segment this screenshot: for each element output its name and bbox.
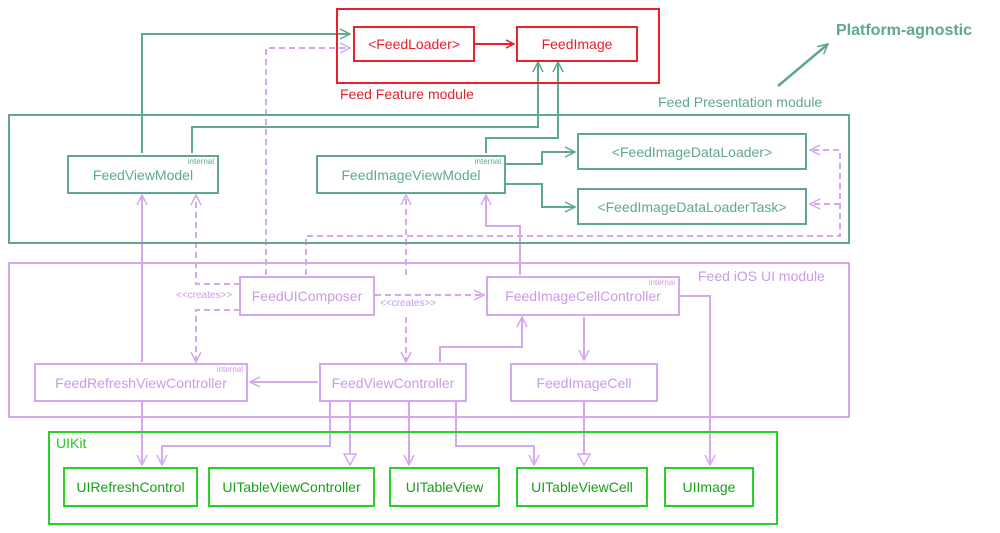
creates-annotation-right: <<creates>> [380,298,437,309]
feed-ui-composer-box: FeedUIComposer [239,276,375,316]
platform-agnostic-label: Platform-agnostic [836,22,973,39]
arrow-cellcontroller-to-imageviewmodel [486,195,521,275]
feed-ui-composer-label: FeedUIComposer [251,288,363,304]
ui-table-view-controller-label: UITableViewController [222,479,361,495]
arrow-imageviewmodel-to-loadertask [506,183,575,207]
arrow-composer-creates-feedviewmodel [196,195,240,285]
feed-image-data-loader-label: <FeedImageDataLoader> [611,143,773,160]
feed-image-label: FeedImage [541,36,613,52]
arrow-platform-agnostic [777,44,828,87]
feed-image-box: FeedImage [516,26,638,62]
ios-ui-module-frame [8,262,850,418]
feed-refresh-view-controller-label: FeedRefreshViewController [55,374,227,391]
feed-view-model-box: FeedViewModel internal [67,155,219,194]
internal-tag: internal [474,157,501,166]
ui-refresh-control-box: UIRefreshControl [63,467,198,507]
ui-table-view-controller-box: UITableViewController [208,467,375,507]
feed-image-data-loader-box: <FeedImageDataLoader> [577,133,807,170]
internal-tag: internal [187,157,214,166]
ui-refresh-control-label: UIRefreshControl [76,479,185,495]
feature-module-label: Feed Feature module [340,86,474,102]
feed-loader-label: <FeedLoader> [368,36,460,52]
arrow-composer-creates-refresh [196,309,240,362]
internal-tag: internal [216,365,243,374]
creates-annotation-left: <<creates>> [176,290,233,301]
presentation-module-frame [8,114,850,244]
internal-tag: internal [648,278,675,287]
presentation-module-label: Feed Presentation module [658,94,823,110]
feed-view-controller-label: FeedViewController [331,374,455,391]
ios-ui-module-label: Feed iOS UI module [698,268,825,284]
feed-image-cell-label: FeedImageCell [536,374,632,391]
arrow-imageviewmodel-to-dataloader [506,152,575,165]
feed-image-cell-controller-box: FeedImageCellController internal [486,276,680,316]
feed-view-controller-box: FeedViewController [319,363,467,402]
feed-view-model-label: FeedViewModel [92,166,194,183]
ui-table-view-label: UITableView [405,479,484,495]
arrow-composer-to-dataloader [305,150,841,275]
ui-image-label: UIImage [682,479,736,495]
uikit-module-label: UIKit [56,435,87,451]
feature-module-frame [336,8,660,84]
arrow-viewcontroller-to-cellcontroller [439,317,522,362]
feed-refresh-view-controller-box: FeedRefreshViewController internal [34,363,248,402]
arrow-composer-to-loader [265,48,350,275]
ui-table-view-cell-box: UITableViewCell [516,467,648,507]
feed-image-data-loader-task-label: <FeedImageDataLoaderTask> [597,198,787,215]
feed-image-view-model-box: FeedImageViewModel internal [316,155,506,194]
ui-table-view-cell-label: UITableViewCell [531,479,633,495]
feed-image-data-loader-task-box: <FeedImageDataLoaderTask> [577,188,807,225]
ui-table-view-box: UITableView [389,467,500,507]
arrow-viewcontroller-to-uirefreshcontrol [162,402,331,465]
feed-loader-box: <FeedLoader> [353,26,475,62]
arrow-viewcontroller-to-uitableviewcell [455,402,534,465]
arrow-feedviewmodel-to-loader [141,34,350,153]
ui-image-box: UIImage [664,467,754,507]
arrow-imageviewmodel-to-image [485,62,558,153]
arrow-feedviewmodel-to-image [191,62,538,153]
feed-image-cell-box: FeedImageCell [510,363,658,402]
feed-image-cell-controller-label: FeedImageCellController [505,288,661,304]
arrow-cellcontroller-to-uiimage [680,295,710,465]
uikit-module-frame [48,431,778,525]
feed-image-view-model-label: FeedImageViewModel [341,166,481,183]
